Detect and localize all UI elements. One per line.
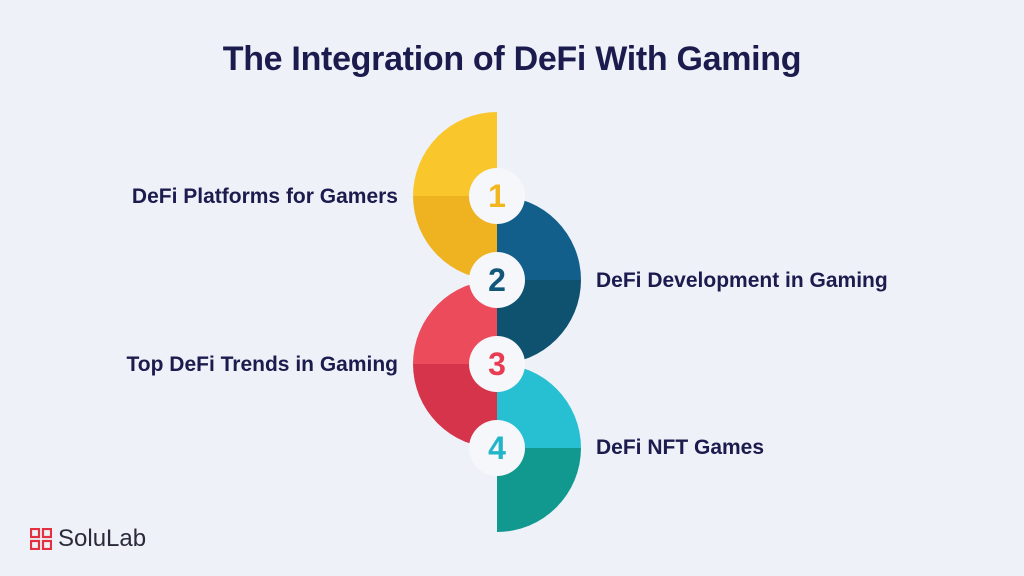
step-1-label: DeFi Platforms for Gamers	[131, 185, 398, 208]
step-4-bottom-quadrant	[497, 448, 581, 532]
step-4-badge: 4	[469, 420, 525, 476]
solulab-logo-icon	[30, 528, 52, 550]
step-2-top-quadrant	[497, 196, 581, 280]
step-1-bottom-quadrant	[413, 196, 497, 280]
step-4-shape	[497, 364, 581, 532]
brand-logo: SoluLab	[30, 525, 147, 552]
step-3-shape	[413, 280, 497, 448]
step-3-top-quadrant	[413, 280, 497, 364]
step-3-bottom-quadrant	[413, 364, 497, 448]
step-2-shape	[497, 196, 581, 364]
step-2-number: 2	[488, 262, 506, 298]
step-3-label: Top DeFi Trends in Gaming	[126, 353, 398, 376]
step-2-label: DeFi Development in Gaming	[596, 269, 888, 292]
step-1-number: 1	[488, 178, 506, 214]
step-1-top-quadrant	[413, 112, 497, 196]
step-4-top-quadrant	[497, 364, 581, 448]
step-4-label: DeFi NFT Games	[596, 436, 765, 459]
step-3-badge: 3	[469, 336, 525, 392]
brand-name: SoluLab	[58, 525, 147, 552]
step-4-number: 4	[488, 430, 506, 466]
step-2-bottom-quadrant	[497, 280, 581, 364]
page-title: The Integration of DeFi With Gaming	[222, 40, 802, 78]
step-1-shape	[413, 112, 497, 280]
step-1-badge: 1	[469, 168, 525, 224]
step-2-badge: 2	[469, 252, 525, 308]
step-3-number: 3	[488, 346, 506, 382]
